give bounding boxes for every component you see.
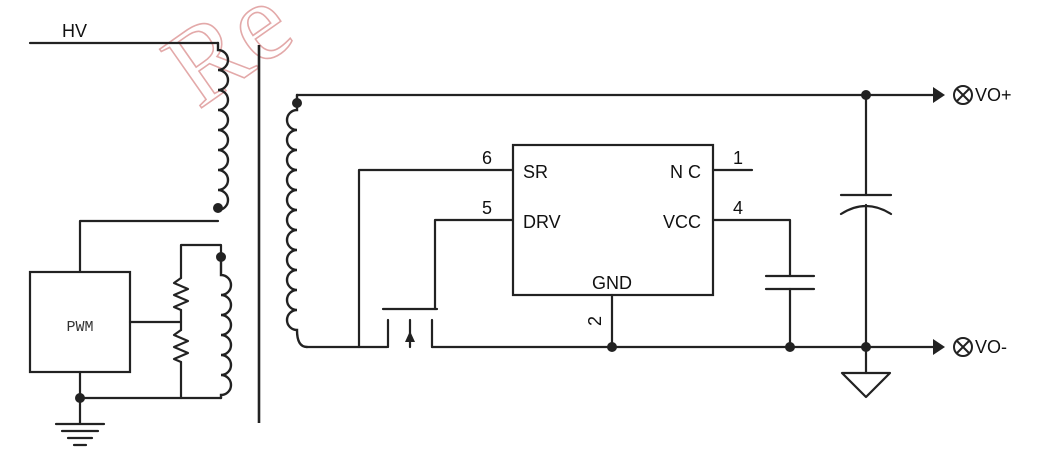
- pin-sr-label: SR: [523, 162, 548, 182]
- primary-to-pwm-wire: [78, 219, 220, 274]
- pin-drv-label: DRV: [523, 212, 561, 232]
- drv-gate-wire: [433, 218, 515, 311]
- primary-ground-icon: [54, 396, 106, 447]
- feedback-resistor-divider: [128, 243, 223, 400]
- vo-plus-label: VO+: [975, 85, 1012, 105]
- pin5-number: 5: [482, 198, 492, 218]
- auxiliary-winding: [216, 252, 233, 400]
- vo-plus-terminal-icon: [953, 85, 973, 105]
- upper-resistor: [172, 276, 190, 312]
- primary-polarity-dot: [213, 203, 223, 213]
- hv-input: HV: [28, 21, 220, 45]
- pin2-number: 2: [585, 316, 605, 326]
- lower-resistor: [172, 328, 190, 364]
- secondary-ground-icon: [840, 371, 892, 399]
- vcc-cap-junction: [785, 342, 795, 352]
- hv-label: HV: [62, 21, 87, 41]
- primary-winding: [213, 41, 230, 213]
- pwm-controller: PWM: [28, 270, 132, 374]
- vo-minus-arrow-icon: [933, 339, 945, 355]
- pin6-number: 6: [482, 148, 492, 168]
- sync-rectifier-mosfet: [381, 307, 439, 349]
- sr-sense-wire: [357, 168, 515, 349]
- mosfet-arrow-icon: [405, 331, 415, 342]
- pwm-label: PWM: [66, 319, 93, 336]
- secondary-winding: [285, 93, 309, 349]
- pin-vcc-label: VCC: [663, 212, 701, 232]
- pin-gnd-label: GND: [592, 273, 632, 293]
- vo-plus-arrow-icon: [933, 87, 945, 103]
- pin4-number: 4: [733, 198, 743, 218]
- vcc-wire: [711, 218, 792, 278]
- pin1-number: 1: [733, 148, 743, 168]
- pin-nc-label: N C: [670, 162, 701, 182]
- vcc-capacitor: [764, 274, 816, 291]
- vo-minus-label: VO-: [975, 337, 1007, 357]
- vo-minus-terminal-icon: [953, 337, 973, 357]
- gnd-junction: [607, 342, 617, 352]
- primary-ground-wire: [78, 370, 223, 400]
